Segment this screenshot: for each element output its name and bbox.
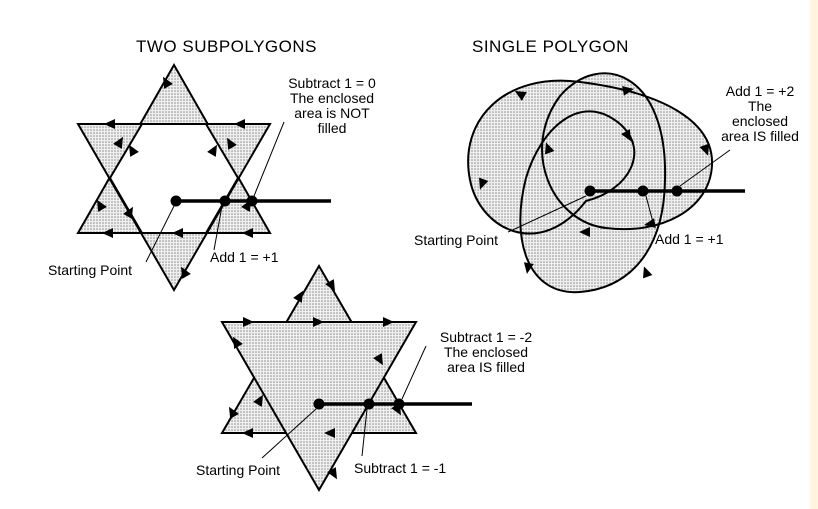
note-line: The — [747, 98, 773, 114]
leader-lines — [145, 121, 285, 263]
crossing-dot — [671, 185, 683, 197]
single-polygon-note: Add 1 = +2 The enclosed area IS filled — [710, 84, 810, 144]
note-line: The enclosed — [289, 90, 375, 106]
bottom-star-subtract-label: Subtract 1 = -1 — [354, 460, 447, 476]
single-polygon-shape — [467, 72, 745, 294]
crossing-dot — [219, 195, 231, 207]
leader-lines — [507, 149, 731, 233]
single-polygon-add-label: Add 1 = +1 — [655, 231, 724, 247]
note-line: Subtract 1 = 0 — [288, 75, 376, 91]
note-line: area IS filled — [447, 359, 525, 375]
note-line: enclosed — [731, 113, 789, 129]
bottom-star-starting-point-label: Starting Point — [196, 462, 281, 478]
crossing-dot — [393, 398, 405, 410]
crossing-dot — [637, 185, 649, 197]
note-line: area IS filled — [721, 128, 799, 144]
bottom-star — [220, 264, 472, 492]
bottom-star-note: Subtract 1 = -2 The enclosed area IS fil… — [424, 330, 548, 375]
note-line: filled — [317, 120, 347, 136]
crossing-dot — [363, 398, 375, 410]
note-line: Subtract 1 = -2 — [439, 329, 533, 345]
two-subpolygons-star — [76, 62, 331, 292]
starting-point-dot — [313, 398, 325, 410]
heading-single-polygon: SINGLE POLYGON — [472, 37, 629, 56]
two-subpolygons-note: Subtract 1 = 0 The enclosed area is NOT … — [276, 76, 388, 136]
unfilled-hexagon — [110, 124, 238, 233]
note-line: area is NOT — [294, 105, 370, 121]
single-polygon-starting-point-label: Starting Point — [414, 232, 499, 248]
note-line: Add 1 = +2 — [725, 83, 795, 99]
starting-point-dot — [170, 195, 182, 207]
direction-arrows — [479, 85, 709, 279]
two-subpolygons-starting-point-label: Starting Point — [48, 262, 133, 278]
two-subpolygons-add-label: Add 1 = +1 — [210, 249, 279, 265]
crossing-dot — [246, 195, 258, 207]
self-intersecting-polygon — [467, 72, 714, 294]
leader-lines — [261, 345, 427, 459]
heading-two-subpolygons: TWO SUBPOLYGONS — [136, 37, 317, 56]
note-line: The enclosed — [443, 344, 529, 360]
starting-point-dot — [584, 185, 596, 197]
